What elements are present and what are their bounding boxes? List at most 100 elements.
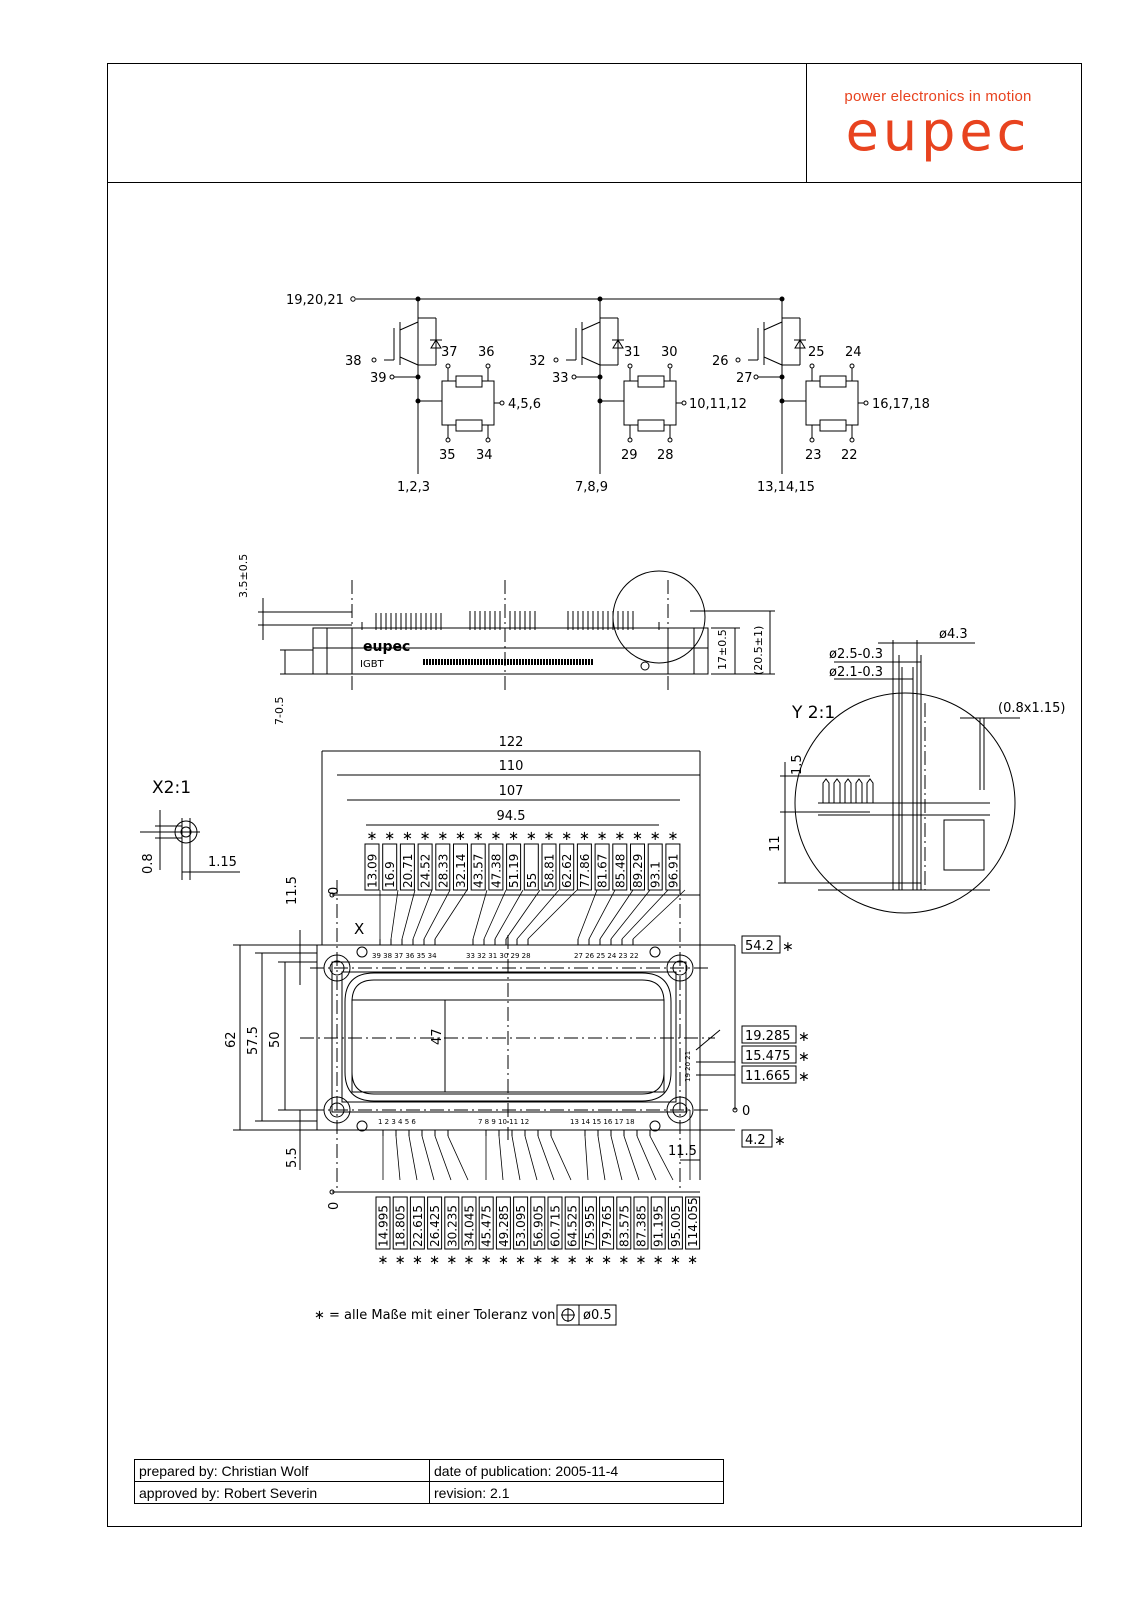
right-dim-box (741, 935, 781, 954)
top-pin-value: 62.62 (560, 854, 574, 888)
top-pin-value: 13.09 (366, 854, 380, 888)
phase1-r-top-right: 36 (478, 345, 495, 360)
bottom-pin-box (461, 1196, 477, 1250)
top-pin-box (435, 843, 451, 891)
side-label-type: IGBT (360, 659, 385, 670)
detail-y-d5: 1.5 (790, 754, 805, 775)
bottom-pin-value: 45.475 (480, 1205, 494, 1247)
side-dim-bottom: 7-0.5 (273, 697, 286, 725)
width-94-5: 94.5 (497, 809, 526, 824)
bottom-pin-star: ∗ (618, 1253, 629, 1268)
top-pin-box (453, 843, 468, 891)
right-dim-box (741, 1129, 773, 1148)
top-pin-star: ∗ (579, 829, 590, 844)
tolerance-legend-text: ∗ = alle Maße mit einer Toleranz von (314, 1308, 555, 1323)
phase2-r-bot-right: 28 (657, 448, 674, 463)
bottom-pin-box (375, 1196, 391, 1250)
bottom-pin-value: 49.285 (497, 1205, 511, 1247)
top-pin-box (576, 843, 592, 891)
bottom-pin-value: 22.615 (411, 1205, 425, 1247)
approved-by: approved by: Robert Severin (134, 1481, 430, 1504)
phase2-r-top-right: 30 (661, 345, 678, 360)
bottom-pin-star: ∗ (636, 1253, 647, 1268)
side-dim-h2: (20.5±1) (752, 626, 765, 675)
bottom-pin-star: ∗ (584, 1253, 595, 1268)
top-pin-star: ∗ (473, 829, 484, 844)
top-pin-star: ∗ (384, 829, 395, 844)
top-pin-star: ∗ (597, 829, 608, 844)
bottom-pin-value: 83.575 (617, 1205, 631, 1247)
header-vertical-divider (806, 63, 807, 182)
bottom-pin-value: 95.005 (669, 1205, 683, 1247)
top-pin-star: ∗ (508, 829, 519, 844)
top-pin-star: ∗ (650, 829, 661, 844)
bottom-pin-box (530, 1196, 546, 1250)
inner-47: 47 (430, 1028, 445, 1045)
side-label-brand: eupec (363, 639, 410, 655)
top-pin-star: ∗ (367, 829, 378, 844)
height-50: 50 (268, 1031, 283, 1048)
bottom-pin-value: 87.385 (635, 1205, 649, 1247)
phase3-emitter: 27 (736, 371, 753, 386)
right-dim-star: ∗ (782, 939, 794, 955)
phase3-r-bot-right: 22 (841, 448, 858, 463)
top-pin-star: ∗ (614, 829, 625, 844)
top-pin-value: 58.81 (543, 854, 557, 888)
phase2-out: 7,8,9 (575, 480, 608, 495)
top-pin-box (470, 843, 486, 891)
right-dim-value: 11.665 (745, 1069, 791, 1084)
side-dim-h1: 17±0.5 (716, 629, 729, 670)
top-pin-value: 43.57 (472, 854, 486, 888)
bottom-pin-star: ∗ (515, 1253, 526, 1268)
detail-y-d3: ø2.1-0.3 (829, 665, 883, 680)
detail-y-d1: ø4.3 (939, 627, 968, 642)
bottom-pin-star: ∗ (653, 1253, 664, 1268)
top-pin-value: 24.52 (419, 854, 433, 888)
top-pin-box (612, 843, 628, 891)
bottom-pin-star: ∗ (464, 1253, 475, 1268)
phase3-gate: 26 (712, 354, 729, 369)
bottom-pin-star: ∗ (601, 1253, 612, 1268)
bottom-pin-value: 26.425 (428, 1205, 442, 1247)
right-dim-box (741, 1045, 797, 1064)
bottom-pin-value: 14.995 (377, 1205, 391, 1247)
top-pin-value: 85.48 (613, 854, 627, 888)
right-dim-star: ∗ (774, 1133, 786, 1149)
prepared-by: prepared by: Christian Wolf (134, 1459, 430, 1482)
phase3-ntc: 16,17,18 (872, 397, 930, 412)
top-pin-box (594, 843, 610, 891)
top-view (233, 750, 738, 1195)
bottom-pin-star: ∗ (687, 1253, 698, 1268)
phase1-r-bot-right: 34 (476, 448, 493, 463)
bottom-pin-box (667, 1196, 683, 1250)
bottom-pin-value: 34.045 (463, 1205, 477, 1247)
bottom-pin-box (581, 1196, 597, 1250)
phase1-ntc: 4,5,6 (508, 397, 541, 412)
top-pin-value: 20.71 (401, 854, 415, 888)
detail-y-d6: 11 (768, 835, 783, 852)
bottom-pin-box (616, 1196, 632, 1250)
right-dim-star: ∗ (798, 1049, 810, 1065)
bottom-pin-value: 18.805 (394, 1205, 408, 1247)
top-pin-value: 93.1 (649, 861, 663, 888)
right-side-dimensions: 54.2∗19.285∗15.475∗11.665∗4.2∗ (741, 935, 810, 1149)
right-dim-box (741, 1025, 797, 1044)
eupec-logo: eupec (845, 100, 1031, 163)
zero-left-top: 0 (327, 887, 342, 895)
detail-y-title: Y 2:1 (791, 703, 835, 723)
bottom-pin-value: 60.715 (549, 1205, 563, 1247)
top-pin-star: ∗ (490, 829, 501, 844)
phase2-ntc: 10,11,12 (689, 397, 747, 412)
top-pin-box (417, 843, 433, 891)
top-pin-value: 96.91 (666, 854, 680, 888)
bus-terminal (350, 296, 356, 302)
phase2-gate: 32 (529, 354, 546, 369)
right-dim-star: ∗ (798, 1029, 810, 1045)
title-block: prepared by: Christian Wolf date of publ… (134, 1459, 724, 1504)
right-dim-box (741, 1065, 797, 1084)
bottom-pin-box (409, 1196, 425, 1250)
right-dim-value: 19.285 (745, 1029, 791, 1044)
bottom-pin-star: ∗ (498, 1253, 509, 1268)
top-pin-value: 32.14 (454, 854, 468, 888)
detail-x-title: X2:1 (152, 778, 191, 798)
